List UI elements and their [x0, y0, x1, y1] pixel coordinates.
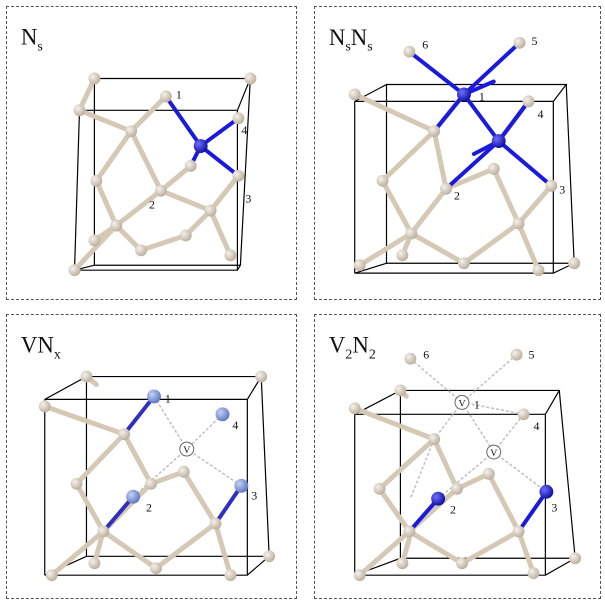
- structure-v2n2: V V V2N2 1 2 3 4 5 6: [329, 333, 582, 582]
- atom-label-4: 4: [232, 418, 238, 432]
- atom-label-3: 3: [251, 489, 257, 503]
- atom-label-1: 1: [165, 391, 171, 405]
- atom-label-2: 2: [146, 501, 152, 515]
- atom-label-2: 2: [450, 503, 456, 517]
- atom-label-2: 2: [149, 198, 155, 212]
- atom-label-6: 6: [423, 348, 429, 362]
- panel-title: VNx: [21, 333, 61, 363]
- carbon-atoms: [348, 348, 582, 582]
- svg-text:V: V: [183, 445, 191, 456]
- n-bonds: [407, 40, 554, 191]
- atom-label-3: 3: [551, 501, 557, 515]
- carbon-atoms: [38, 370, 276, 582]
- panel-nsns: NsNs 1 2 3 4 5 6: [314, 6, 601, 300]
- bonds: [42, 374, 233, 578]
- vacancy-marker-2: V: [486, 444, 502, 460]
- svg-text:V: V: [490, 448, 498, 459]
- atom-label-4: 4: [241, 123, 247, 137]
- atom-label-4: 4: [533, 419, 539, 433]
- atom-label-6: 6: [422, 38, 428, 52]
- bonds: [72, 76, 241, 273]
- atom-label-3: 3: [559, 183, 565, 197]
- atom-label-1: 1: [474, 397, 480, 411]
- vacancy-lines: [132, 396, 242, 498]
- nitrogen-atoms: [126, 389, 249, 504]
- nitrogen-atoms: [431, 484, 554, 506]
- atom-label-1: 1: [479, 89, 485, 103]
- vacancy-marker: V: [179, 441, 195, 457]
- atom-label-1: 1: [176, 87, 182, 101]
- structure-nsns: NsNs 1 2 3 4 5 6: [329, 25, 581, 277]
- structure-ns: Ns 1 2 3 4: [21, 25, 257, 277]
- panel-v2n2: V V V2N2 1 2 3 4 5 6: [314, 314, 601, 599]
- atom-label-5: 5: [531, 34, 537, 48]
- atom-label-3: 3: [245, 192, 251, 206]
- panel-vnx: V VNx 1 2 3 4: [6, 314, 297, 599]
- vacancy-marker-1: V: [454, 394, 470, 410]
- atom-label-4: 4: [537, 107, 543, 121]
- carbon-atoms: [348, 36, 581, 277]
- n-bonds: [163, 94, 241, 178]
- cube-frame: [354, 389, 578, 576]
- nitrogen-atom: [193, 139, 208, 153]
- n-bonds: [407, 489, 549, 534]
- atom-label-5: 5: [528, 348, 534, 362]
- atom-label-2: 2: [454, 189, 460, 203]
- panel-ns: Ns 1 2 3 4: [6, 6, 297, 300]
- nitrogen-atom-1: [457, 87, 471, 102]
- svg-text:V: V: [458, 398, 466, 409]
- nitrogen-atom-2: [491, 134, 506, 149]
- panel-title: NsNs: [329, 25, 373, 55]
- bonds: [352, 387, 536, 578]
- panel-title: Ns: [21, 25, 43, 55]
- carbon-atoms: [68, 72, 257, 277]
- n-bonds: [101, 394, 244, 534]
- panel-title: V2N2: [329, 333, 376, 363]
- vacancy-lines: [409, 354, 547, 500]
- structure-vnx: V VNx 1 2 3 4: [21, 333, 276, 582]
